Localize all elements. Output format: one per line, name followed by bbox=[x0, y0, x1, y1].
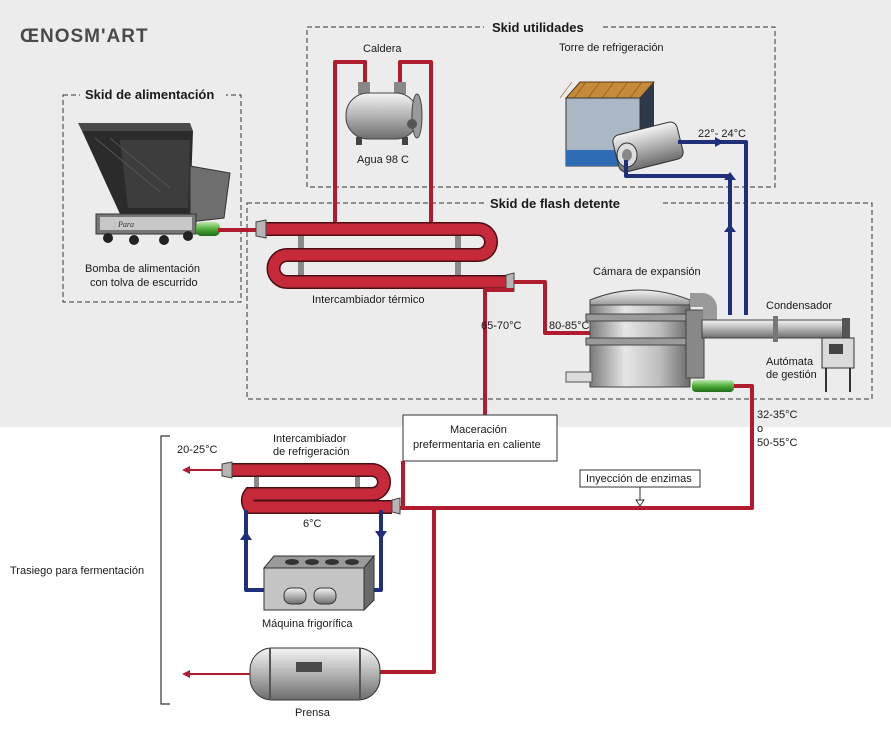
temp-50-label: 50-55°C bbox=[757, 437, 798, 449]
inter-refr-label-2: de refrigeración bbox=[273, 446, 349, 458]
maceracion-label-1: Maceración bbox=[450, 424, 507, 436]
cooling-loop-supply bbox=[678, 140, 748, 315]
bomba-label-1: Bomba de alimentación bbox=[85, 263, 200, 275]
caldera-label: Caldera bbox=[363, 43, 402, 55]
skid-flash-title: Skid de flash detente bbox=[490, 196, 620, 211]
press-feed-line bbox=[380, 508, 436, 674]
svg-text:Para: Para bbox=[117, 220, 134, 229]
line-65-70 bbox=[483, 288, 514, 415]
refrigeration-loop bbox=[244, 510, 264, 592]
trasiego-label: Trasiego para fermentación bbox=[10, 565, 144, 577]
trasiego-bracket bbox=[160, 435, 170, 705]
maceracion-label-2: prefermentaria en caliente bbox=[413, 439, 541, 451]
feed-pump: Para bbox=[78, 123, 231, 245]
boiler bbox=[333, 60, 433, 222]
skid-alimentacion-title: Skid de alimentación bbox=[85, 87, 214, 102]
press bbox=[249, 647, 381, 701]
heat-exchanger bbox=[255, 219, 515, 292]
refrigeration-machine bbox=[262, 554, 376, 612]
cooling-tower bbox=[559, 81, 684, 173]
line-32-55 bbox=[400, 384, 754, 510]
maquina-label: Máquina frigorífica bbox=[262, 618, 353, 630]
condensador-label: Condensador bbox=[766, 300, 832, 312]
temp-65-label: 65-70°C bbox=[481, 320, 522, 332]
temp-6-label: 6°C bbox=[303, 518, 322, 530]
temp-torre-label: 22°- 24°C bbox=[698, 128, 746, 140]
skid-utilidades-title: Skid utilidades bbox=[492, 20, 584, 35]
temp-20-label: 20-25°C bbox=[177, 444, 218, 456]
bomba-label-2: con tolva de escurrido bbox=[90, 277, 198, 289]
refrigeration-exchanger bbox=[221, 461, 401, 515]
maceracion-box bbox=[402, 414, 558, 462]
prensa-label: Prensa bbox=[295, 707, 331, 719]
expansion-chamber bbox=[565, 289, 734, 392]
camara-label: Cámara de expansión bbox=[593, 266, 701, 278]
inter-refr-label-1: Intercambiador bbox=[273, 433, 347, 445]
cooling-loop-return bbox=[624, 160, 732, 315]
logo: ŒNOSM'ART bbox=[20, 26, 149, 47]
line-80-85 bbox=[514, 280, 598, 335]
temp-80-label: 80-85°C bbox=[549, 320, 590, 332]
temp-32-label: 32-35°C bbox=[757, 409, 798, 421]
intercambiador-termico-label: Intercambiador térmico bbox=[312, 294, 425, 306]
torre-label: Torre de refrigeración bbox=[559, 42, 664, 54]
automata-label-1: Autómata bbox=[766, 356, 814, 368]
temp-o-label: o bbox=[757, 423, 763, 435]
agua-label: Agua 98 C bbox=[357, 154, 409, 166]
automata-label-2: de gestión bbox=[766, 369, 817, 381]
condenser bbox=[701, 316, 855, 392]
enzimas-label: Inyección de enzimas bbox=[586, 473, 692, 485]
